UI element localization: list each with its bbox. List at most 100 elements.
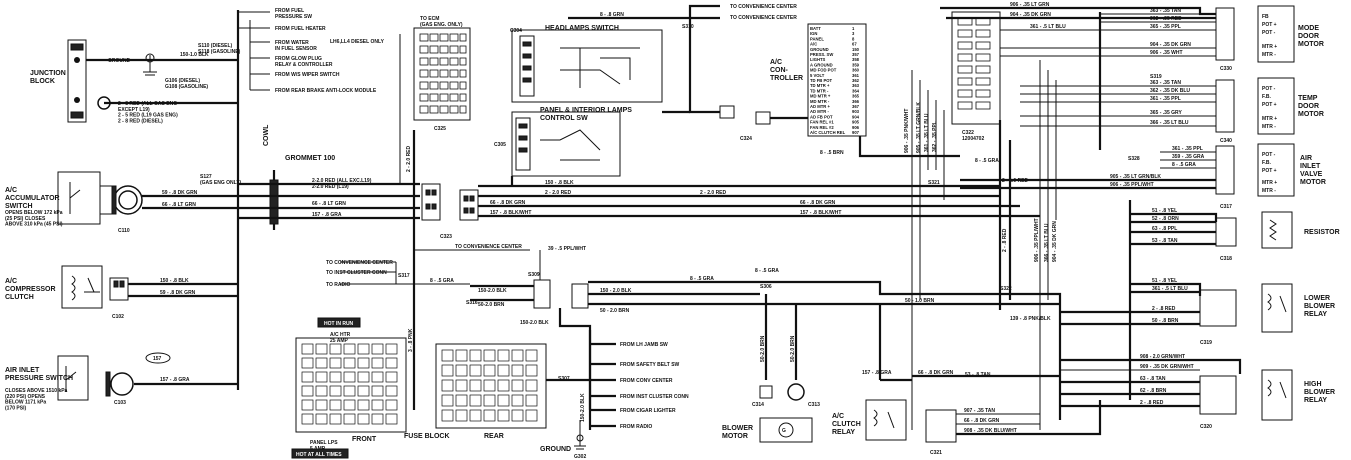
fuse-cell (455, 364, 468, 377)
s322-bus (990, 292, 1062, 420)
bus-label-5: FROM REAR BRAKE ANTI-LOCK MODULE (275, 88, 377, 94)
w905-label: 905 - .35 LT GRN/BLK (1110, 174, 1161, 180)
w66v-label: 66 - .8 DK GRN (918, 370, 954, 376)
controller-pin-number: 3 (852, 31, 855, 36)
fuse-cell (343, 385, 356, 397)
feed-label-1: FROM SAFETY BELT SW (620, 362, 680, 368)
w3-pnk-label: 3 - .8 PNK (408, 328, 414, 352)
feed-label-5: FROM RADIO (620, 424, 652, 430)
fuse-cell (371, 385, 384, 397)
fuse-cell (385, 357, 398, 369)
wire-2-red-sp-label: 2-2.0 RED (ALL EXC.L19)2-2.0 RED (L19) (312, 178, 372, 190)
fuse-cell (483, 409, 496, 422)
fuse-cell (455, 379, 468, 392)
w363-label: 363 - .35 TAN (1150, 8, 1181, 14)
fuse-cell (371, 357, 384, 369)
ground-bottom: GROUND G302 (540, 420, 586, 460)
w50-20-v-label: 50-2.0 BRN (790, 335, 796, 362)
w150-2b-label: 150 - 2.0 BLK (600, 288, 632, 294)
controller-pin-name: AD FB POT (810, 114, 833, 119)
controller-pin-name: A GROUND (810, 62, 833, 67)
diesel-only-label: LH6,LL4 DIESEL ONLY (330, 39, 385, 45)
fuse-cell (315, 399, 328, 411)
fuse-cell (329, 399, 342, 411)
wire-59-label: 59 - .8 DK GRN (162, 190, 198, 196)
controller-pin-number: 150 (852, 47, 860, 52)
wire-150-2-label: 150 - .8 BLK (160, 278, 189, 284)
w365b-label: 365 - .35 GRY (1150, 110, 1182, 116)
fuse-cell (329, 385, 342, 397)
fuse-block-label: FUSE BLOCK (404, 433, 450, 440)
controller-pin-number: 904 (852, 114, 860, 119)
controller-pin-name: PANEL (810, 36, 824, 41)
fuse-cell (441, 364, 454, 377)
w359-label: 359 - .35 GRA (1172, 154, 1205, 160)
to-conv-mid-label: TO CONVENIENCE CENTER (326, 260, 393, 266)
c102-label: C102 (112, 314, 124, 320)
controller-pin-name: AD MTR + (810, 104, 830, 109)
air-pin-0: POT - (1262, 152, 1276, 158)
air-pin-3: MTR + (1262, 180, 1277, 186)
wire-66-lt-label: 66 - .8 LT GRN (312, 201, 346, 207)
w50-20b-label: 50 - 2.0 BRN (600, 308, 630, 314)
fuse-cell (315, 357, 328, 369)
fuse-cell (385, 385, 398, 397)
w361d-label: 361 - .5 LT BLU (1152, 286, 1188, 292)
air-pin-1: F.B. (1262, 160, 1272, 166)
fuse-cell (357, 343, 370, 355)
fuse-cell (469, 349, 482, 362)
w2-red-v-label: 2 - 2.0 RED (406, 145, 412, 172)
fuse-cell (455, 394, 468, 407)
temp-pin-1: F.B. (1262, 94, 1272, 100)
bus-label-1: FROM FUEL HEATER (275, 26, 326, 32)
c103-label: C103 (114, 400, 126, 406)
fuse-cell (301, 413, 314, 425)
fuse-cell (525, 394, 538, 407)
fuse-cell (511, 394, 524, 407)
fuse-cell (301, 343, 314, 355)
fuse-cell (329, 413, 342, 425)
feed-label-3: FROM INST CLUSTER CONN (620, 394, 689, 400)
mode-pin-2: POT - (1262, 30, 1276, 36)
c324-label: C324 (740, 136, 752, 142)
w51c-label: 51 - .8 YEL (1152, 278, 1177, 284)
cowl: COWL GROMMET 100 (263, 124, 335, 230)
to-conv-top-label: TO CONVENIENCE CENTER (730, 4, 797, 10)
s310-label: S310 (682, 24, 694, 30)
cowl-label: COWL (263, 124, 270, 146)
wire-157-rr-label: 157 - .8 BLK/WHT (800, 210, 841, 216)
fuse-cell (469, 409, 482, 422)
w139-label: 139 - .8 PNK/BLK (1010, 316, 1051, 322)
controller-pin-name: TD MTR - (810, 88, 829, 93)
temp-pin-4: MTR - (1262, 124, 1276, 130)
fuse-grid (301, 343, 398, 425)
s317-label: S317 (398, 273, 410, 279)
fuse-cell (511, 349, 524, 362)
c330-label: C330 (1220, 66, 1232, 72)
w366-label: 366 - .35 LT BLU (1150, 120, 1189, 126)
s316-label: S316 (466, 300, 478, 306)
s309-label: S309 (528, 272, 540, 278)
wire-8-s310 (688, 18, 720, 114)
wire-157-label: 157 - .8 GRA (160, 377, 190, 383)
controller-pin-number: 357 (852, 52, 860, 57)
c325-connector: TO ECM(GAS ENG. ONLY) C325 (413, 16, 471, 132)
wire-904-label: 904 - .35 DK GRN (1010, 12, 1051, 18)
controller-pin-name: BATT (810, 26, 821, 31)
controller-pin-name: TD FB POT (810, 78, 833, 83)
c321-label: C321 (930, 450, 942, 456)
w361b-label: 361 - .35 PPL (1150, 96, 1181, 102)
controller-pin-name: MD MTR + (810, 94, 831, 99)
w50v-label: 50-2.0 BRN (760, 335, 766, 362)
